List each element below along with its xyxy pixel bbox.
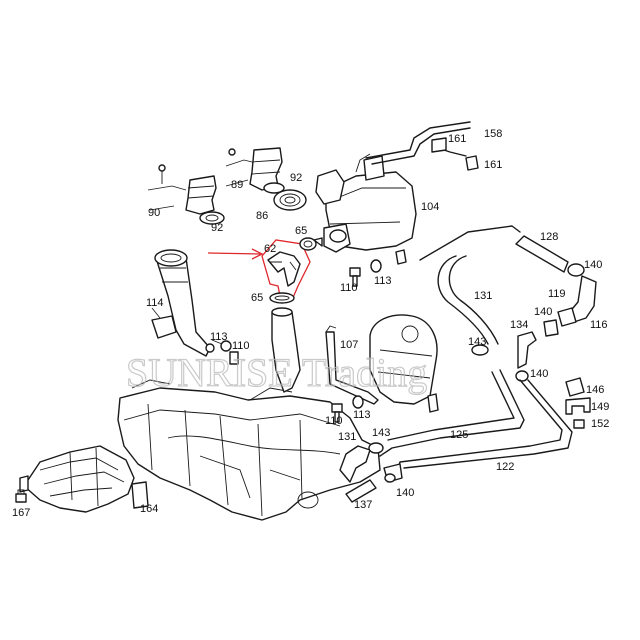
callout-114: 114: [146, 297, 164, 309]
fuel-tank: [117, 379, 381, 521]
clamp-143-bottom: [368, 442, 384, 454]
clamp-143a: [471, 344, 489, 356]
hose-128: [515, 235, 585, 277]
fuel-reservoir-104: [315, 153, 417, 253]
callout-143-bottom: 143: [372, 427, 390, 439]
hose-clamp-65: [269, 237, 323, 304]
callout-62: 62: [264, 243, 276, 255]
hose-131-bottom: [339, 445, 371, 483]
bolt-167: [15, 489, 27, 503]
pump-assembly: [369, 314, 439, 413]
callout-116: 116: [590, 319, 608, 331]
callout-143-right: 143: [468, 336, 486, 348]
boot-90: [147, 164, 217, 215]
bolt-110-113-mid: [331, 395, 364, 423]
callout-90: 90: [148, 207, 160, 219]
hose-62: [207, 239, 311, 301]
callout-113-left: 113: [210, 331, 228, 343]
callout-110-mid: 110: [325, 415, 343, 427]
callout-146: 146: [586, 384, 604, 396]
callout-89: 89: [231, 179, 243, 191]
clamp-140-right: [515, 370, 529, 382]
callout-167: 167: [12, 507, 30, 519]
callout-65-top: 65: [295, 225, 307, 237]
callout-161-right: 161: [484, 159, 502, 171]
callout-92-left: 92: [211, 222, 223, 234]
callout-110-top: 110: [340, 282, 358, 294]
callout-125: 125: [450, 429, 468, 441]
callout-92-right: 92: [290, 172, 302, 184]
callout-149: 149: [591, 401, 609, 413]
callout-140-bottom: 140: [396, 487, 414, 499]
callout-labels: 62 65 65 86 89 90 92 92 104 107 110 110 …: [12, 128, 609, 519]
watermark-text: SUNRISE Trading: [126, 350, 427, 395]
bolt-110-113-top: [349, 249, 407, 287]
callout-86: 86: [256, 210, 268, 222]
clip-161: [431, 137, 479, 171]
callout-131-right: 131: [474, 290, 492, 302]
callout-152: 152: [591, 418, 609, 430]
callout-140-hose: 140: [584, 259, 602, 271]
bracket-146-149-152: [565, 377, 591, 429]
callout-110-left: 110: [232, 340, 250, 352]
vent-pipe: [271, 307, 301, 393]
callout-104: 104: [421, 201, 439, 213]
hose-116-119: [543, 275, 597, 337]
gasket-92a: [199, 211, 225, 225]
callout-158: 158: [484, 128, 502, 140]
callout-122: 122: [496, 461, 514, 473]
hardware-113-110-left: [205, 339, 239, 365]
callout-140-mid: 140: [534, 306, 552, 318]
filler-neck-114: [151, 249, 211, 357]
cover-86: [273, 189, 307, 211]
callout-137: 137: [354, 499, 372, 511]
callout-119: 119: [548, 288, 566, 300]
callout-113-mid: 113: [353, 409, 371, 421]
callout-134: 134: [510, 319, 528, 331]
callout-128: 128: [540, 231, 558, 243]
pipe-137: [345, 479, 377, 503]
callout-140-right: 140: [530, 368, 548, 380]
heat-shield-164: [19, 445, 149, 513]
hose-134: [517, 331, 537, 369]
callout-65-bottom: 65: [251, 292, 263, 304]
callout-161-top: 161: [448, 133, 466, 145]
fitting-140-bottom: [383, 463, 403, 483]
line-125: [379, 369, 525, 457]
callout-164: 164: [140, 503, 158, 515]
callout-113-top: 113: [374, 275, 392, 287]
callout-131-bottom: 131: [338, 431, 356, 443]
bracket-107: [325, 325, 379, 405]
gasket-92b: [263, 182, 285, 194]
line-131: [419, 225, 521, 345]
callout-107: 107: [340, 339, 358, 351]
